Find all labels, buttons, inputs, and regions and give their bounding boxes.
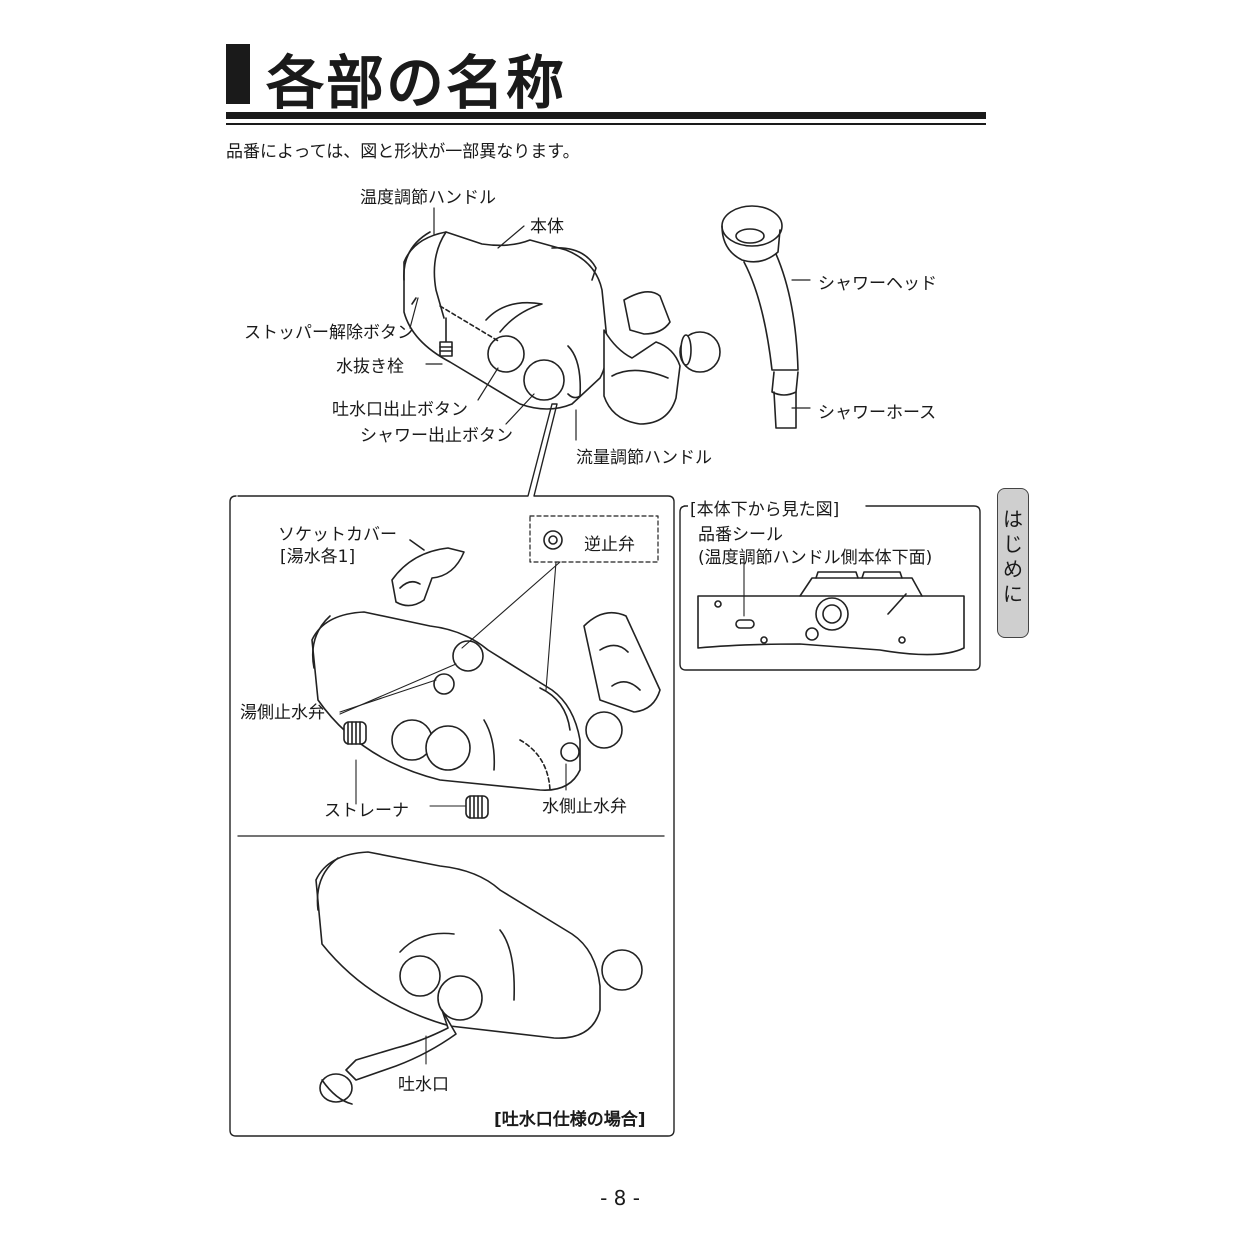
detail-panel-frame [229, 403, 675, 1137]
label-seal: 品番シール [698, 525, 783, 545]
section-tab-label: はじめに [1003, 507, 1023, 606]
model-note: 品番によっては、図と形状が一部異なります。 [226, 142, 580, 162]
label-seal-note: (温度調節ハンドル側本体下面) [698, 548, 933, 568]
label-spout-button: 吐水口出止ボタン [332, 400, 468, 420]
label-check-valve: 逆止弁 [584, 535, 635, 555]
bottom-view-frame [679, 505, 981, 671]
label-shower-button: シャワー出止ボタン [360, 426, 513, 446]
label-spout: 吐水口 [398, 1075, 449, 1095]
label-shower-head: シャワーヘッド [818, 274, 937, 294]
main-leader-lines [409, 207, 811, 441]
label-drain-plug: 水抜き栓 [336, 357, 404, 377]
title-rule-thin [226, 123, 986, 125]
label-flow-handle: 流量調節ハンドル [576, 448, 712, 468]
label-spout-caption: [吐水口仕様の場合] [494, 1110, 646, 1130]
label-cold-stop-valve: 水側止水弁 [542, 797, 627, 817]
label-body: 本体 [530, 217, 564, 237]
page-title: 各部の名称 [266, 49, 567, 117]
title-bar-decoration [226, 44, 250, 104]
page-number: - 8 - [600, 1186, 640, 1210]
shower-head-illustration [721, 205, 799, 429]
label-temp-handle: 温度調節ハンドル [360, 188, 496, 208]
label-shower-hose: シャワーホース [818, 403, 937, 423]
main-faucet-illustration [403, 231, 721, 425]
label-socket-cover-note: [湯水各1] [280, 547, 356, 567]
label-socket-cover: ソケットカバー [278, 525, 397, 545]
label-strainer: ストレーナ [324, 801, 409, 821]
section-tab: はじめに [997, 488, 1029, 638]
label-stopper-button: ストッパー解除ボタン [244, 323, 414, 343]
label-hot-stop-valve: 湯側止水弁 [240, 703, 325, 723]
title-rule-thick [226, 112, 986, 119]
bottom-view-title: [本体下から見た図] [688, 495, 842, 520]
